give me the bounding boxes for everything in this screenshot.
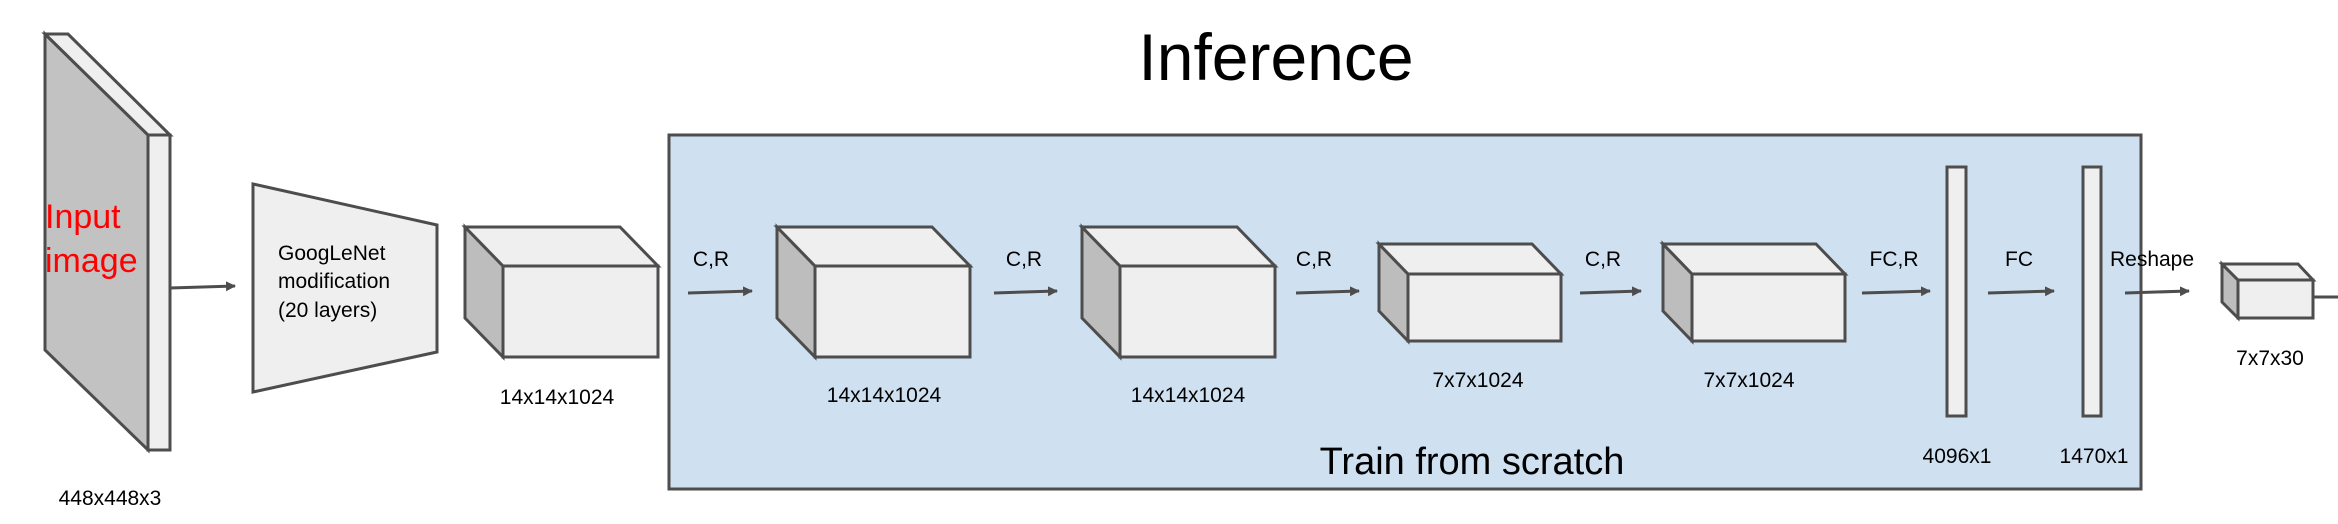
size-label-output: 7x7x30 [2236,347,2304,370]
size-label-volume-3: 7x7x1024 [1432,369,1523,392]
fc-layer-2 [2081,165,2103,418]
volume-4 [1659,240,1849,345]
volume-2 [1078,223,1279,361]
size-label-volume-4: 7x7x1024 [1703,369,1794,392]
googlenet-block [251,182,439,394]
volume-1 [773,223,974,361]
arrow-2 [993,286,1058,297]
page-title: Inference [1138,20,1413,94]
googlenet-line2: modification [278,270,390,293]
size-label-fc-1: 4096x1 [1923,445,1992,468]
arrow-5 [1861,286,1931,297]
op-label-2: C,R [1006,248,1042,271]
size-label-googlenet-output: 14x14x1024 [500,386,615,409]
op-label-7: Reshape [2110,248,2194,271]
op-label-1: C,R [693,248,729,271]
googlenet-line1: GoogLeNet [278,242,386,265]
arrow-6 [1987,286,2055,297]
volume-googlenet-output [461,223,662,361]
arrow-1 [687,286,753,297]
size-label-fc-2: 1470x1 [2060,445,2129,468]
arrow-7 [2124,286,2190,297]
arrow-3 [1295,286,1360,297]
size-label-volume-1: 14x14x1024 [827,384,942,407]
volume-output [2218,260,2317,322]
input-size-label: 448x448x3 [59,487,162,510]
googlenet-line3: (20 layers) [278,299,377,322]
fc-layer-1 [1945,165,1968,418]
input-image-slab [41,30,174,454]
op-label-3: C,R [1296,248,1332,271]
volume-3 [1375,240,1565,345]
op-label-6: FC [2005,248,2033,271]
input-label-line1: Input [45,198,121,236]
arrow-4 [1579,286,1642,297]
input-label-line2: image [45,242,138,280]
train-region-label: Train from scratch [1320,441,1625,483]
size-label-volume-2: 14x14x1024 [1131,384,1246,407]
arrow-input-to-googlenet [169,281,236,292]
op-label-4: C,R [1585,248,1621,271]
op-label-5: FC,R [1870,248,1919,271]
